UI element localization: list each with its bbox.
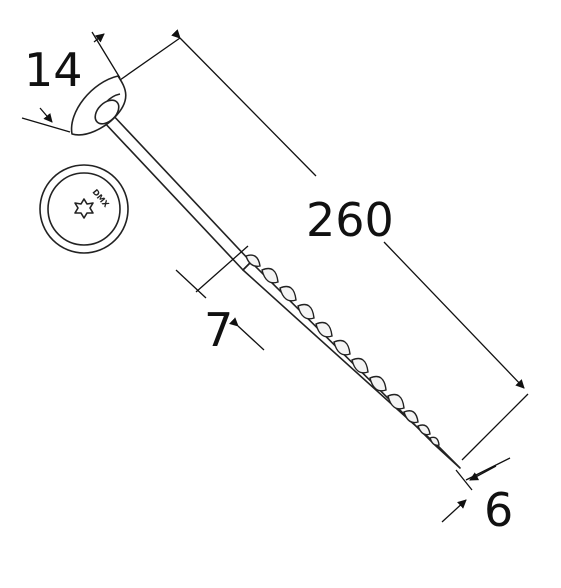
screw-thread — [245, 254, 440, 447]
shank-diameter-label: 7 — [204, 303, 233, 357]
shank-diameter-dimension: 7 — [175, 245, 265, 357]
screw-thread-core — [242, 261, 461, 469]
head-diameter-label: 14 — [24, 43, 83, 97]
head-diameter-dimension: 14 — [21, 31, 121, 133]
length-dimension: 260 — [119, 29, 529, 461]
thread-diameter-dimension: 6 — [441, 457, 513, 537]
screw-head — [70, 75, 127, 136]
head-top-view: DMX — [39, 164, 129, 254]
screw — [70, 75, 461, 469]
thread-diameter-label: 6 — [484, 483, 513, 537]
length-label: 260 — [306, 193, 394, 247]
torx-recess-icon — [74, 198, 94, 219]
